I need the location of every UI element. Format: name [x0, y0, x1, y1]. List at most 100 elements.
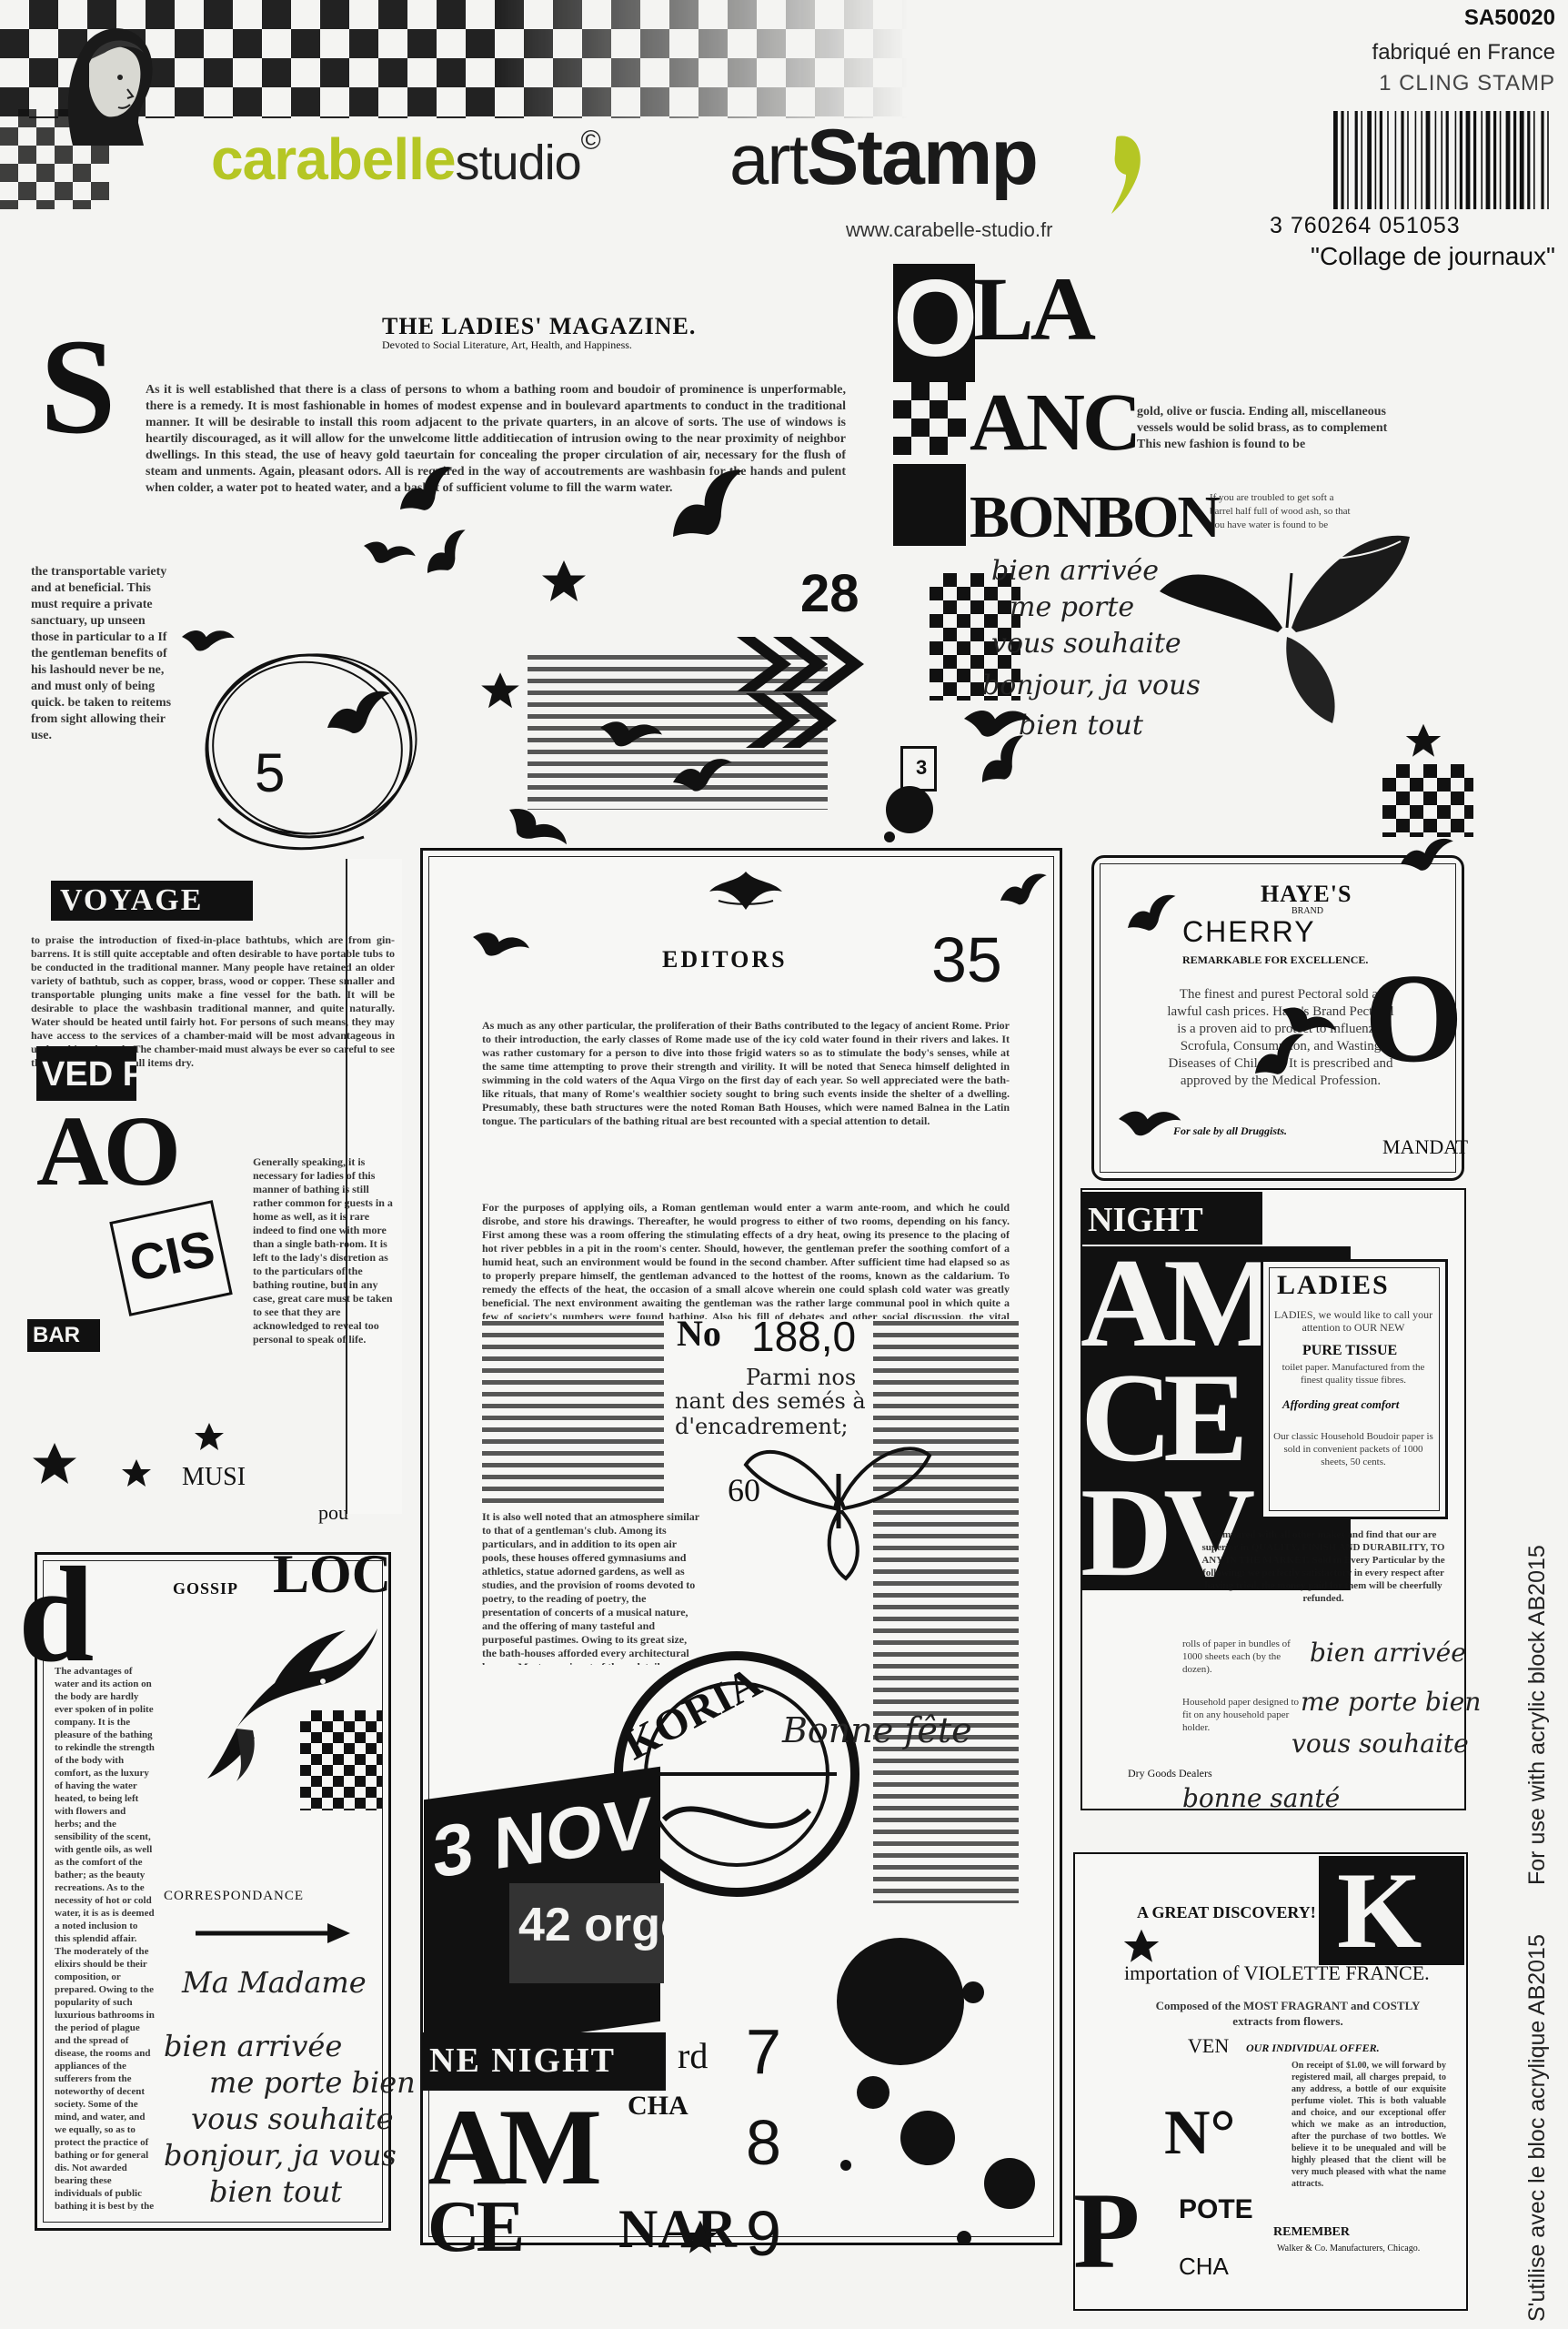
fragment-ce: CE [1081, 1347, 1248, 1488]
chevron-arrows-icon [737, 637, 864, 748]
drop-cap: S [40, 311, 116, 462]
gossip-title: GOSSIP [173, 1579, 239, 1598]
fragment-night-right: NIGHT [1081, 1192, 1262, 1245]
hayes-product: CHERRY [1182, 915, 1316, 948]
butterfly-icon [1160, 535, 1410, 723]
green-comma-icon [1111, 136, 1141, 214]
fragment-loc: LOC [273, 1544, 392, 1604]
product-title: "Collage de journaux" [1311, 242, 1555, 270]
arrow-right-icon [196, 1923, 350, 1943]
script-corr-1: Ma Madame [182, 1965, 367, 2000]
french-fragment-1: Parmi nos [746, 1365, 857, 1390]
ladies-body-4: Compared with all other makes and find t… [1201, 1529, 1445, 1604]
discovery-pote: POTE [1179, 2194, 1253, 2224]
ladies-tagline: Affording great comfort [1282, 1397, 1400, 1411]
editors-title: EDITORS [662, 946, 788, 973]
ladies-ad-frame [1261, 1259, 1448, 1519]
hayes-brand: BRAND [1292, 906, 1324, 916]
fragment-am-bottom: AM [427, 2086, 602, 2207]
fragment-pou: pou [318, 1501, 348, 1524]
product-line-bold: Stamp [807, 114, 1039, 201]
brand-secondary: studio [455, 136, 582, 190]
fragment-olla-text: OLLA [893, 264, 975, 379]
fragment-chiffre: 42 orgé [509, 1883, 664, 1983]
brand-copyright: © [580, 126, 601, 156]
cameo-portrait-icon [67, 28, 153, 146]
ink-splatter-icon [837, 1938, 1035, 2245]
number-188: 188,0 [751, 1313, 857, 1360]
fragment-black-bar [893, 464, 966, 546]
discovery-title: A GREAT DISCOVERY! [1137, 1903, 1316, 1921]
butterfly-icon [743, 1447, 932, 1581]
discovery-subtitle: importation of VIOLETTE FRANCE. [1124, 1961, 1430, 1984]
script-right-2: me porte [1010, 591, 1135, 623]
editors-body-1: As much as any other particular, the pro… [482, 1019, 1010, 1127]
voyage-body: to praise the introduction of fixed-in-p… [31, 933, 395, 1069]
fragment-bonbon-top: ANC [970, 378, 1141, 468]
script-corr-4: vous souhaite [191, 2102, 394, 2136]
discovery-big-k: K [1319, 1856, 1464, 1965]
hayes-title: HAYE'S [1261, 881, 1352, 907]
discovery-body-2: OUR INDIVIDUAL OFFER. [1246, 2042, 1380, 2054]
editors-right-column-lines [873, 1321, 1019, 1903]
number-nine: 9 [746, 2198, 781, 2269]
hayes-tagline: REMARKABLE FOR EXCELLENCE. [1182, 953, 1369, 966]
fragment-big-o: O [1364, 948, 1463, 1089]
script-corr-3: me porte bien [209, 2065, 416, 2100]
correspondance-title: CORRESPONDANCE [164, 1889, 305, 1903]
fragment-rd: rd [678, 2035, 709, 2076]
script-right-5: bien tout [1019, 710, 1143, 741]
ladies-title: LADIES [1277, 1270, 1390, 1300]
fragment-olla-o: OLLA [893, 264, 975, 382]
stamp-count-label: 1 CLING STAMP [1379, 71, 1555, 96]
ladies-magazine-body: As it is well established that there is … [146, 383, 846, 495]
fragment-bar: BAR [27, 1319, 100, 1352]
fragment-mandat: MANDAT [1382, 1135, 1469, 1158]
product-reference: SA50020 [1463, 5, 1555, 30]
editors-body-3: It is also well noted that an atmosphere… [482, 1510, 700, 1665]
fragment-three: 3 [900, 746, 937, 791]
number-twenty-eight: 28 [800, 564, 859, 623]
acrylic-block-note-fr: S'utilise avec le bloc acrylique AB2015 [1524, 1934, 1550, 2322]
script-ladies-3: vous souhaite [1292, 1729, 1469, 1759]
discovery-cha: CHA [1179, 2253, 1229, 2280]
ornament-icon [709, 872, 782, 910]
ladies-product: PURE TISSUE [1302, 1343, 1398, 1358]
ladies-body-2: toilet paper. Manufactured from the fine… [1282, 1362, 1425, 1386]
number-thirty-five: 35 [931, 924, 1002, 995]
ladies-body-6: Household paper designed to fit on any h… [1182, 1697, 1299, 1733]
fragment-checks-c [1382, 764, 1473, 837]
discovery-remember: REMEMBER [1273, 2225, 1350, 2239]
swallow-bird-icon [207, 1628, 377, 1781]
number-eight: 8 [746, 2107, 781, 2178]
discovery-big-p: P [1073, 2170, 1140, 2291]
brand-primary: carabelle [211, 126, 457, 192]
discovery-body-3: On receipt of $1.00, we will forward by … [1292, 2061, 1446, 2189]
script-corr-6: bien tout [209, 2174, 343, 2209]
french-fragment-3: d'encadrement; [675, 1414, 849, 1439]
script-mid: Bonne fête [782, 1710, 972, 1750]
ladies-magazine-title: THE LADIES' MAGAZINE. [382, 313, 697, 339]
numero-label: No [677, 1313, 721, 1354]
voyage-body-2: Generally speaking, it is necessary for … [253, 1155, 393, 1346]
editors-body-2: For the purposes of applying oils, a Rom… [482, 1201, 1010, 1319]
voyage-title: VOYAGE [51, 881, 253, 921]
script-ladies-1: bien arrivée [1310, 1638, 1466, 1668]
discovery-n: N° [1164, 2098, 1236, 2168]
ladies-body-3: Our classic Household Boudoir paper is s… [1273, 1431, 1433, 1467]
script-right-1: bien arrivée [991, 555, 1160, 587]
ladies-magazine-left-column: the transportable variety and at benefic… [31, 565, 172, 742]
number-five: 5 [255, 742, 286, 803]
fragment-checks-d [300, 1710, 382, 1810]
script-ladies-4: bonne santé [1182, 1783, 1341, 1813]
discovery-seller: Walker & Co. Manufacturers, Chicago. [1277, 2243, 1421, 2253]
ladies-body-1: LADIES, we would like to call your atten… [1273, 1308, 1433, 1334]
script-corr-2: bien arrivée [164, 2029, 343, 2063]
script-right-3: vous souhaite [991, 628, 1181, 660]
ladies-magazine-subtitle: Devoted to Social Literature, Art, Healt… [382, 338, 632, 351]
fragment-night-bottom: NE NIGHT [420, 2032, 666, 2091]
discovery-body-1: Composed of the MOST FRAGRANT and COSTLY… [1155, 1999, 1421, 2028]
french-fragment-2: nant des semés à [675, 1388, 866, 1414]
gossip-frame [35, 1552, 391, 2231]
